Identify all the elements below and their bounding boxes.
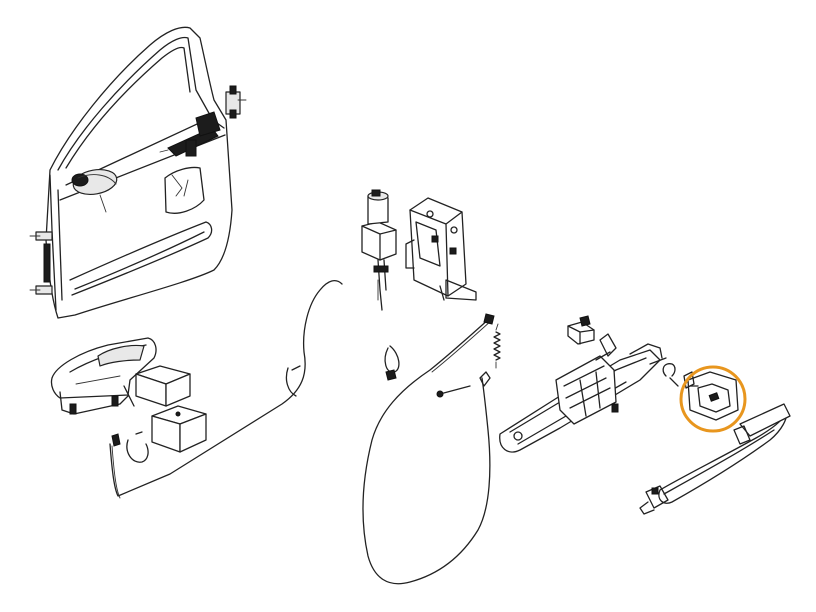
cable-clip[interactable]: [384, 345, 400, 381]
door-latch-assembly[interactable]: [405, 197, 477, 301]
door-lock-actuator[interactable]: [361, 189, 397, 311]
outside-handle-cable[interactable]: [362, 313, 495, 585]
retaining-clip[interactable]: [662, 363, 679, 387]
inner-handle-cable[interactable]: [109, 279, 343, 499]
outside-door-handle[interactable]: [639, 403, 791, 515]
bracket-clip[interactable]: [567, 315, 595, 345]
lock-cylinder-cover[interactable]: [683, 371, 739, 421]
door-shell[interactable]: [29, 26, 247, 319]
return-spring[interactable]: [493, 323, 501, 369]
door-latch-on-shell: [159, 111, 221, 157]
side-mirror: [71, 168, 118, 213]
foam-pad-upper[interactable]: [135, 365, 191, 407]
outside-handle-bracket[interactable]: [499, 333, 667, 453]
door-striker: [225, 85, 247, 119]
foam-pad-lower[interactable]: [151, 405, 207, 453]
door-hinges: [29, 231, 53, 295]
interior-door-handle[interactable]: [50, 337, 157, 415]
highlight-circle: [679, 365, 747, 433]
